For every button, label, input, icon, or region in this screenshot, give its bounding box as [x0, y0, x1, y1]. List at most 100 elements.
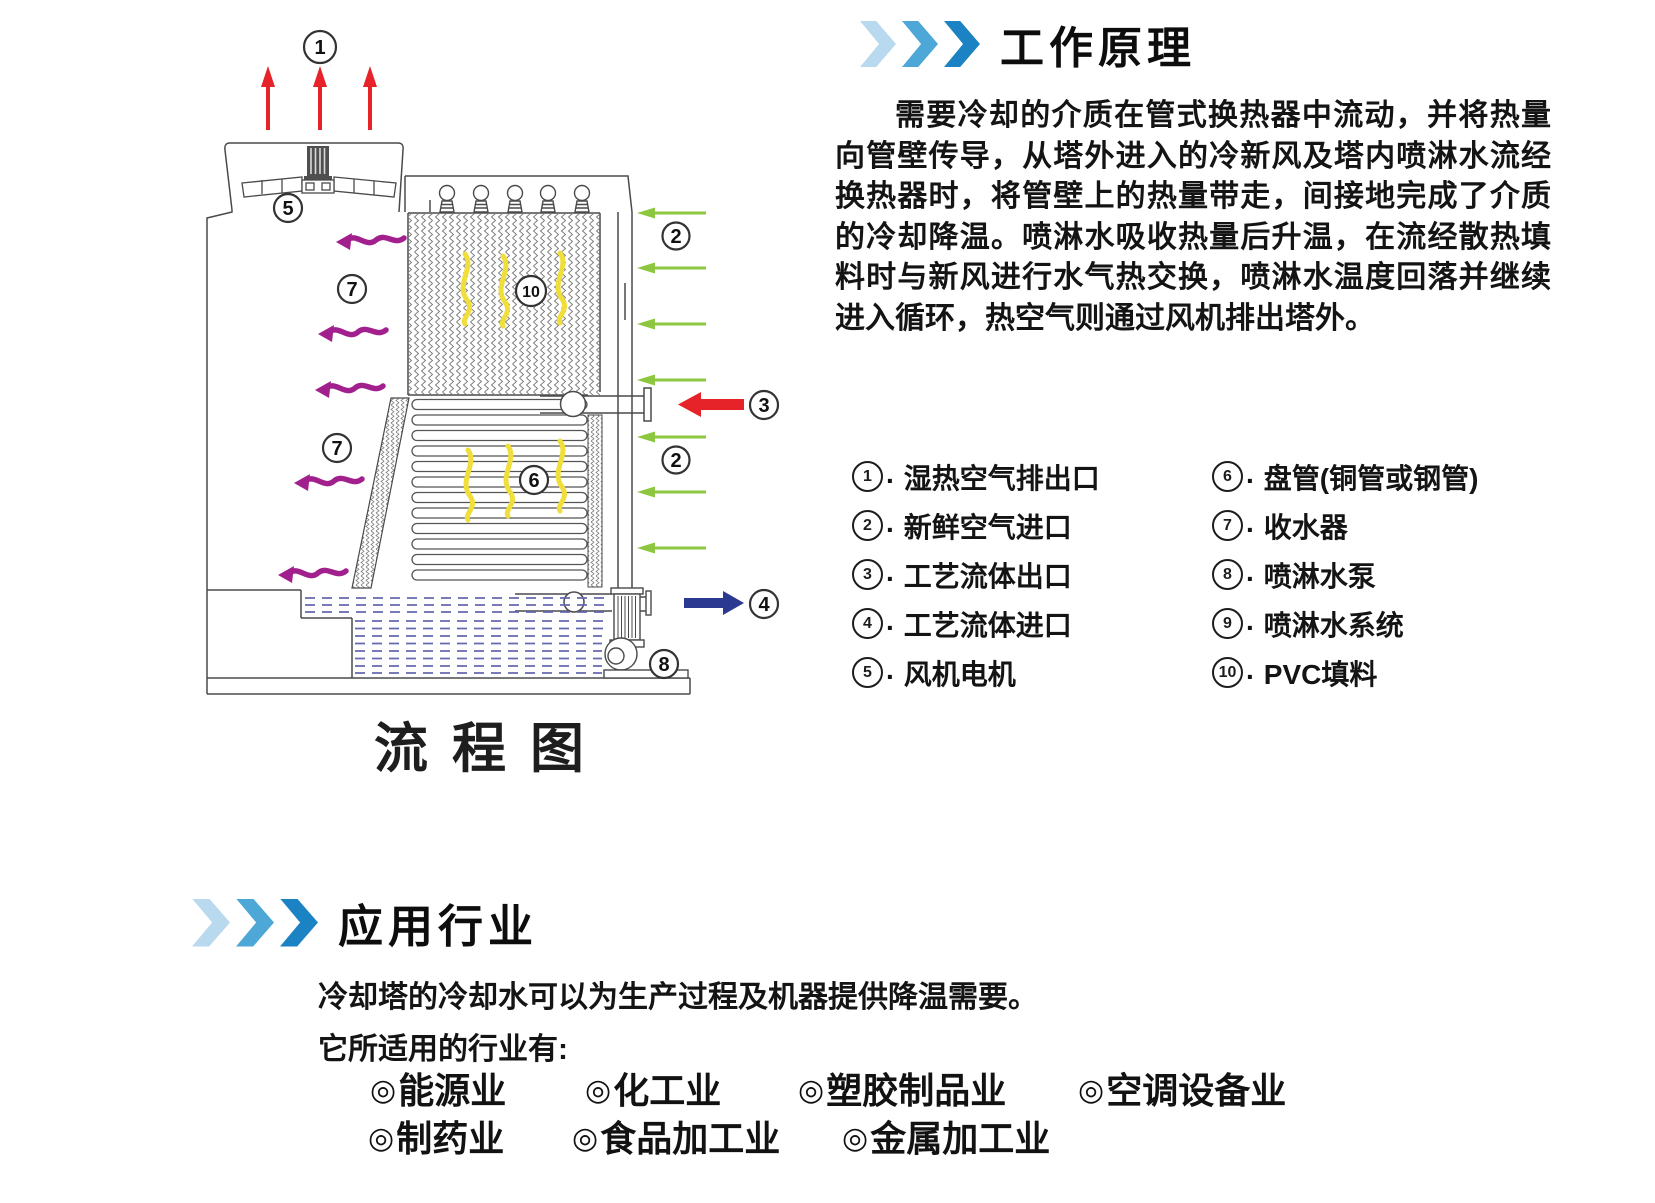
spray-nozzles [438, 184, 591, 213]
basin-water [305, 597, 609, 674]
legend-label: 风机电机 [903, 658, 1016, 690]
legend-item: 6. 盘管(铜管或钢管) [1212, 452, 1478, 501]
principle-header: 工作原理 [860, 12, 1196, 76]
svg-text:10: 10 [522, 284, 540, 301]
fan-blades [241, 176, 397, 198]
svg-text:3: 3 [758, 395, 769, 417]
circled-number: 3 [852, 559, 883, 590]
process-outlet-arrow [678, 392, 744, 417]
drift-eliminator [351, 397, 410, 589]
tower-outline [206, 142, 691, 695]
diagram-callouts: 1 2 2 3 4 5 6 7 7 8 10 [272, 29, 780, 680]
process-inlet-arrow [684, 591, 744, 615]
callout-2b: 2 [661, 445, 691, 475]
chevron-icon [280, 898, 318, 947]
industry-item: ◎塑胶制品业 [798, 1070, 1007, 1111]
circled-number: 4 [852, 608, 883, 639]
legend-label: 工艺流体进口 [903, 609, 1072, 641]
circled-number: 6 [1212, 461, 1243, 492]
bullseye-bullet-icon: ◎ [370, 1074, 397, 1107]
legend-label: 收水器 [1263, 511, 1348, 543]
applications-intro-2: 它所适用的行业有: [318, 1033, 568, 1066]
coil-tubes [411, 398, 588, 581]
svg-text:1: 1 [314, 37, 325, 59]
chevron-icon [192, 898, 230, 947]
callout-3: 3 [748, 389, 780, 421]
svg-text:4: 4 [758, 594, 770, 616]
callout-5: 5 [272, 192, 304, 224]
industry-item: ◎空调设备业 [1078, 1070, 1287, 1111]
legend-item: 9. 喷淋水系统 [1212, 599, 1478, 648]
air-duct [617, 212, 633, 588]
principle-paragraph: 需要冷却的介质在管式换热器中流动，并将热量向管壁传导，从塔外进入的冷新风及塔内喷… [835, 99, 1551, 335]
bullseye-bullet-icon: ◎ [368, 1122, 395, 1155]
callout-1: 1 [302, 29, 338, 65]
callout-7b: 7 [321, 432, 353, 464]
circled-number: 10 [1212, 657, 1243, 688]
fan-housing [224, 142, 404, 213]
legend-label: 湿热空气排出口 [903, 462, 1100, 494]
chevron-icon [236, 898, 274, 947]
circled-number: 2 [852, 510, 883, 541]
fan-motor [304, 146, 332, 180]
legend-item: 1. 湿热空气排出口 [852, 452, 1100, 501]
fresh-air-in-arrows [635, 206, 708, 555]
spray-pump [603, 587, 689, 679]
legend-label: 盘管(铜管或钢管) [1263, 462, 1479, 494]
diagram-caption: 流程图 [374, 719, 608, 779]
svg-text:8: 8 [658, 654, 669, 676]
callout-7a: 7 [336, 273, 368, 305]
industry-item: ◎制药业 [368, 1118, 505, 1159]
legend-item: 10. PVC填料 [1212, 648, 1478, 697]
legend-item: 3. 工艺流体出口 [852, 550, 1100, 599]
circled-number: 1 [852, 461, 883, 492]
applications-header: 应用行业 [192, 890, 538, 955]
legend-item: 5. 风机电机 [852, 648, 1100, 697]
legend-label: 喷淋水泵 [1263, 560, 1376, 592]
industry-item: ◎金属加工业 [842, 1118, 1051, 1159]
legend-label: 新鲜空气进口 [903, 511, 1072, 543]
callout-4: 4 [748, 588, 780, 620]
principle-title: 工作原理 [1000, 24, 1196, 73]
callout-10: 10 [514, 274, 548, 308]
bullseye-bullet-icon: ◎ [842, 1122, 869, 1155]
svg-text:2: 2 [670, 450, 681, 472]
svg-text:7: 7 [346, 279, 357, 301]
circled-number: 7 [1212, 510, 1243, 541]
applications-title: 应用行业 [338, 901, 539, 952]
legend-item: 2. 新鲜空气进口 [852, 501, 1100, 550]
suction-pipe [515, 591, 612, 613]
coil-side-baffle [587, 414, 603, 588]
outlet-pipe [540, 387, 652, 422]
circled-number: 5 [852, 657, 883, 688]
bullseye-bullet-icon: ◎ [798, 1074, 825, 1107]
chevron-icon [944, 21, 980, 67]
svg-text:5: 5 [282, 198, 293, 220]
svg-text:2: 2 [670, 226, 681, 248]
legend-label: 工艺流体出口 [903, 560, 1072, 592]
legend-item: 8. 喷淋水泵 [1212, 550, 1478, 599]
hot-air-out-arrows [261, 66, 377, 130]
legend-item: 4. 工艺流体进口 [852, 599, 1100, 648]
chevron-icon [902, 21, 938, 67]
callout-6: 6 [518, 464, 550, 496]
callout-2a: 2 [661, 221, 691, 251]
chevron-icon [860, 21, 896, 67]
circled-number: 9 [1212, 608, 1243, 639]
industry-item: ◎化工业 [585, 1070, 722, 1111]
legend-column-1: 1. 湿热空气排出口 2. 新鲜空气进口 3. 工艺流体出口 4. 工艺流体进口… [852, 452, 1100, 697]
industry-item: ◎食品加工业 [572, 1118, 781, 1159]
svg-text:7: 7 [331, 438, 342, 460]
legend-column-2: 6. 盘管(铜管或钢管) 7. 收水器 8. 喷淋水泵 9. 喷淋水系统 10.… [1212, 452, 1478, 697]
legend-label: 喷淋水系统 [1263, 609, 1404, 641]
callout-8: 8 [648, 648, 680, 680]
svg-text:6: 6 [528, 470, 539, 492]
bullseye-bullet-icon: ◎ [572, 1122, 599, 1155]
industry-item: ◎能源业 [370, 1070, 507, 1111]
circled-number: 8 [1212, 559, 1243, 590]
bullseye-bullet-icon: ◎ [585, 1074, 612, 1107]
applications-intro-1: 冷却塔的冷却水可以为生产过程及机器提供降温需要。 [318, 981, 1038, 1014]
legend-item: 7. 收水器 [1212, 501, 1478, 550]
cooling-tower-flow-diagram: 1 2 2 3 4 5 6 7 7 8 10 [206, 29, 780, 695]
